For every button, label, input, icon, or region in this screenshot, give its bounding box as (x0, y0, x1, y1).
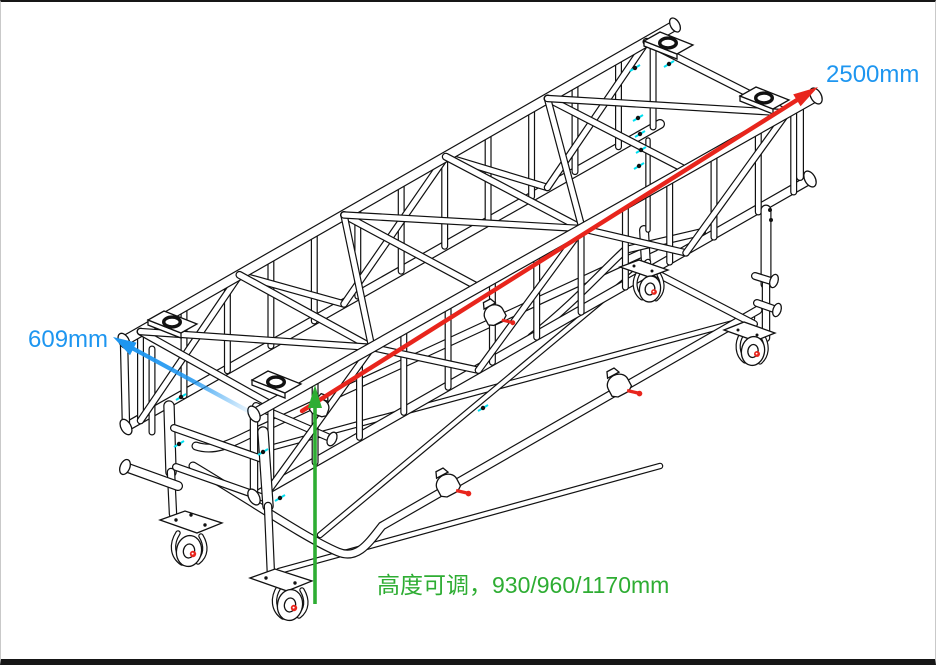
mounting-plate (250, 370, 303, 399)
width-arrow-line (130, 346, 252, 414)
adjustment-bolt-icon (635, 146, 647, 154)
frame-tubes (118, 20, 821, 620)
pipe-clamp (435, 467, 472, 498)
length-arrow (299, 87, 818, 414)
height-dimension-label: 高度可调，930/960/1170mm (377, 572, 670, 598)
length-arrow-line (299, 97, 800, 414)
pipe-clamp (606, 367, 643, 398)
drawing-details (117, 17, 823, 622)
width-arrow (113, 337, 252, 414)
adjustment-bolt-icon (477, 404, 489, 412)
adjustment-bolt-icon (173, 440, 185, 448)
bolt-markers (173, 60, 675, 502)
height-arrowhead (308, 385, 322, 408)
adjustment-bolt-icon (633, 162, 645, 170)
adjustment-bolt-icon (175, 393, 187, 401)
pipe-clamp (482, 298, 516, 327)
adjustment-bolt-icon (257, 448, 269, 456)
adjustment-bolt-icon (634, 130, 646, 138)
mounting-plate (146, 310, 199, 339)
length-dimension-label: 2500mm (826, 61, 920, 88)
width-dimension-label: 609mm (28, 326, 109, 353)
length-arrowhead (793, 87, 818, 107)
width-arrowhead (113, 337, 137, 356)
adjustment-bolt-icon (274, 494, 286, 502)
mounting-plates (146, 31, 791, 399)
adjustment-bolt-icon (632, 114, 644, 122)
caster-wheel (638, 275, 662, 303)
height-arrow (308, 385, 322, 604)
mounting-plate (642, 31, 695, 60)
caster-wheel (740, 335, 766, 367)
bolt-dot (769, 218, 773, 222)
caster-base-plates (158, 259, 777, 592)
bolt-dot (768, 208, 772, 212)
tube-end-caps (117, 17, 823, 506)
adjustment-bolt-icon (663, 60, 675, 68)
caster-wheel (175, 534, 203, 568)
caster-wheel (276, 588, 304, 622)
adjustment-bolt-icon (629, 64, 641, 72)
